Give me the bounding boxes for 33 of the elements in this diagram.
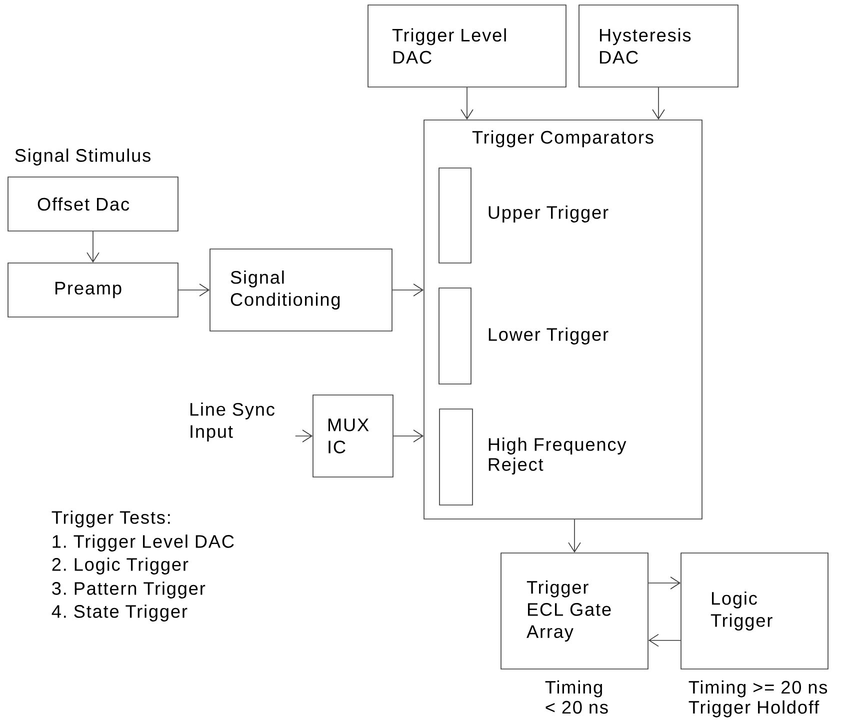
block-caption: Timing >= 20 ns Trigger Holdoff — [688, 680, 828, 718]
arrow — [568, 519, 581, 553]
block-box: Offset Dac — [8, 176, 178, 232]
input-label: Line Sync Input — [190, 402, 274, 442]
group-heading: Signal Stimulus — [15, 148, 150, 166]
block-caption: High Frequency Reject — [488, 438, 626, 474]
block-box: Logic Trigger — [680, 552, 828, 670]
block-box: Hysteresis DAC — [578, 4, 738, 88]
block-box: Preamp — [8, 262, 178, 318]
block-caption: Lower Trigger — [488, 328, 608, 344]
list-heading: Trigger Tests: — [52, 510, 170, 528]
list-item: 2. Logic Trigger — [52, 558, 188, 574]
list-item: 4. State Trigger — [52, 604, 188, 622]
block-box — [438, 288, 472, 384]
block-box: Trigger ECL Gate Array — [500, 552, 648, 670]
arrow — [392, 284, 424, 296]
arrow — [295, 430, 313, 442]
block-box: Trigger Level DAC — [368, 4, 566, 88]
arrow — [648, 576, 681, 590]
block-box — [438, 168, 472, 264]
block-caption: Timing < 20 ns — [545, 680, 608, 714]
block-caption: Upper Trigger — [488, 206, 608, 222]
list-item: 3. Pattern Trigger — [52, 582, 206, 598]
block-box: MUX IC — [312, 394, 394, 478]
arrow — [178, 284, 210, 296]
arrow — [460, 87, 474, 120]
arrow — [652, 87, 665, 120]
block-box: Signal Conditioning — [210, 248, 392, 332]
arrow — [648, 634, 681, 647]
list-item: 1. Trigger Level DAC — [52, 534, 234, 552]
block-box — [439, 408, 473, 506]
arrow — [393, 430, 424, 442]
arrow — [86, 231, 100, 263]
